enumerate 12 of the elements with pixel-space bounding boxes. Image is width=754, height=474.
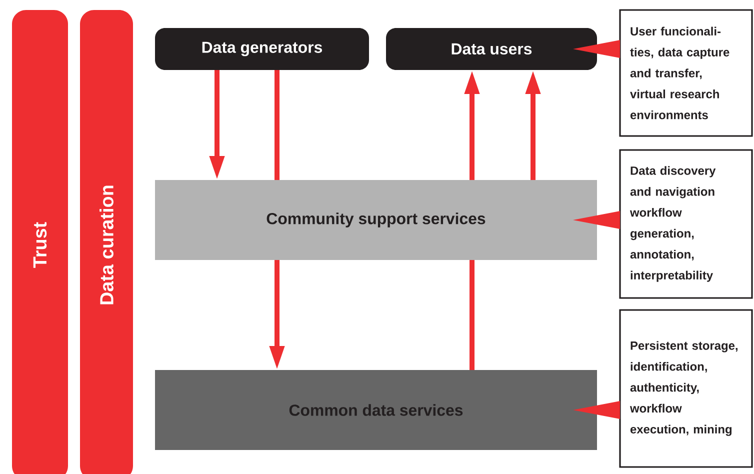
rounded-box: Data generators [155, 28, 369, 70]
rounded-box: Data users [386, 28, 597, 70]
vertical-band: Trust [12, 10, 68, 474]
layer-box: Community support services [155, 180, 597, 260]
layer-box: Common data services [155, 370, 597, 450]
pointer [573, 401, 620, 419]
callout-box: User funcionali- ties, data capture and transfer, virtual research environments [619, 9, 753, 137]
vertical-band: Data curation [80, 10, 133, 474]
pointer [573, 40, 620, 58]
pointer [573, 211, 620, 229]
callout-box: Persistent storage, identification, authenticity, workflow execution, mining [619, 309, 753, 468]
callout-box: Data discovery and navigation workflow generation, annotation, interpretability [619, 149, 753, 299]
